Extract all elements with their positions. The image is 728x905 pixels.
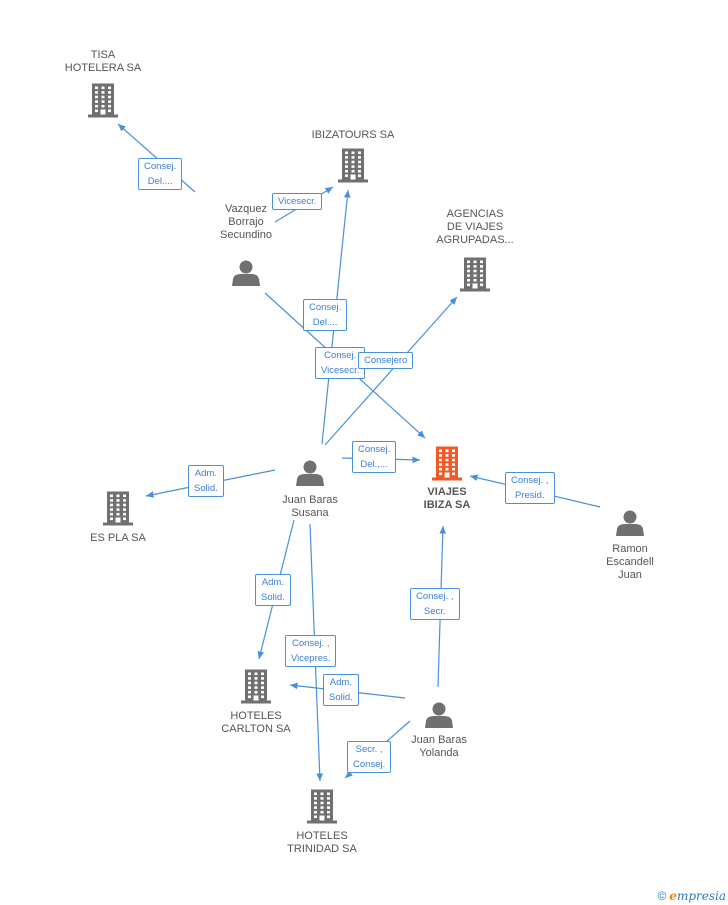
node-label-line: Juan Baras [411,734,467,746]
edge-label-vazquez-to-viajes[interactable]: Consej. Del.... [303,299,348,331]
edge-label-line: Secr. , [355,744,383,755]
node-label-line: Borrajo [228,216,264,228]
node-label-line: TISA [90,49,116,61]
edge-label-vazquez-to-ibizatours[interactable]: Vicesecr. [272,193,323,210]
edge-label-line: Presid. [514,490,545,501]
edge-label-line: Solid. [194,483,218,494]
edge-label-line: Del.,... [360,459,388,470]
person-icon-yolanda[interactable] [425,702,453,729]
building-icon-ibizatours[interactable] [338,148,368,183]
building-icon-trinidad[interactable] [307,789,337,824]
node-label-ibizatours[interactable]: IBIZATOURS SA [312,129,395,142]
edge-label-susana-to-carlton[interactable]: Adm. Solid. [255,574,291,606]
building-icon-espla[interactable] [103,491,133,526]
node-label-espla[interactable]: ES PLA SA [90,532,146,545]
edge-label-line: Adm. [329,677,352,688]
node-label-line: IBIZATOURS SA [311,129,395,141]
edge-label-ramon-to-viajes[interactable]: Consej. , Presid. [505,472,555,504]
node-label-line: DE VIAJES [446,221,504,233]
edge-label-line: Vicesecr. [321,365,360,376]
edge-label-line: Consej. , [511,475,549,486]
node-label-line: Juan [618,569,642,581]
building-icon-agencias[interactable] [460,257,490,292]
node-label-line: HOTELES [296,830,348,842]
edge-label-line: Consej. , [416,591,454,602]
node-label-line: HOTELES [230,710,282,722]
edge-label-line: Del.... [312,317,338,328]
node-label-line: VIAJES [427,486,467,498]
edge-label-yolanda-to-trinidad[interactable]: Secr. , Consej. [347,741,392,773]
edge-label-line: Consej. [324,350,357,361]
edge-label-line: Vicesecr. [278,196,317,207]
person-icon-susana[interactable] [296,460,324,487]
node-label-line: TRINIDAD SA [287,843,357,855]
node-label-line: AGENCIAS [446,208,504,220]
edge-label-line: Consej. [353,759,386,770]
edge-label-yolanda-to-carlton[interactable]: Adm. Solid. [323,674,359,706]
node-label-line: Yolanda [419,747,459,759]
edge-label-line: Consejero [364,355,408,366]
edge-label-line: Consej. , [291,638,330,649]
edge-label-line: Solid. [261,592,285,603]
node-label-line: Escandell [606,556,654,568]
edge-label-susana-to-espla[interactable]: Adm. Solid. [188,465,224,497]
node-label-line: Vazquez [225,203,267,215]
edge-label-line: Adm. [261,577,284,588]
node-label-line: Secundino [220,229,272,241]
edge-label-susana-to-trinidad[interactable]: Consej. , Vicepres. [285,635,337,667]
node-label-line: IBIZA SA [423,499,471,511]
edge-label-susana-to-ibizatours[interactable]: Consej. Vicesecr. [315,347,366,379]
building-icon-viajes[interactable] [432,446,462,481]
edge-label-line: Del.... [147,176,173,187]
edge-label-line: Secr. [423,606,446,617]
edge-label-line: Solid. [329,692,353,703]
edge-label-line: Consej. [144,161,177,172]
edge-label-vazquez-to-tisa[interactable]: Consej. Del.... [138,158,183,190]
brand-initial: e [669,889,677,903]
building-icon-carlton[interactable] [241,669,271,704]
node-label-line: Juan Baras [282,494,338,506]
node-label-line: HOTELERA SA [64,62,142,74]
node-label-line: ES PLA SA [90,532,146,544]
edge-label-line: Vicepres. [291,653,331,664]
edge-susana-to-agencias [324,296,458,446]
node-label-line: AGRUPADAS... [436,234,514,246]
nodes-layer [88,83,644,824]
edge-label-line: Consej. [309,302,342,313]
edge-label-susana-to-viajes[interactable]: Consej. Del.,... [352,441,397,473]
edge-label-line: Adm. [194,468,217,479]
person-icon-vazquez[interactable] [232,260,260,287]
edge-label-line: Consej. [358,444,391,455]
copyright-icon: © [657,889,667,903]
node-label-line: Susana [291,507,329,519]
node-label-line: Ramon [612,543,648,555]
node-label-line: CARLTON SA [221,723,291,735]
building-icon-tisa[interactable] [88,83,118,118]
person-icon-ramon[interactable] [616,510,644,537]
edge-label-yolanda-to-viajes[interactable]: Consej. , Secr. [410,588,460,620]
empresia-watermark: ©empresia [657,889,726,903]
brand-name: mpresia [676,889,726,903]
edge-label-susana-to-agencias[interactable]: Consejero [358,352,414,369]
